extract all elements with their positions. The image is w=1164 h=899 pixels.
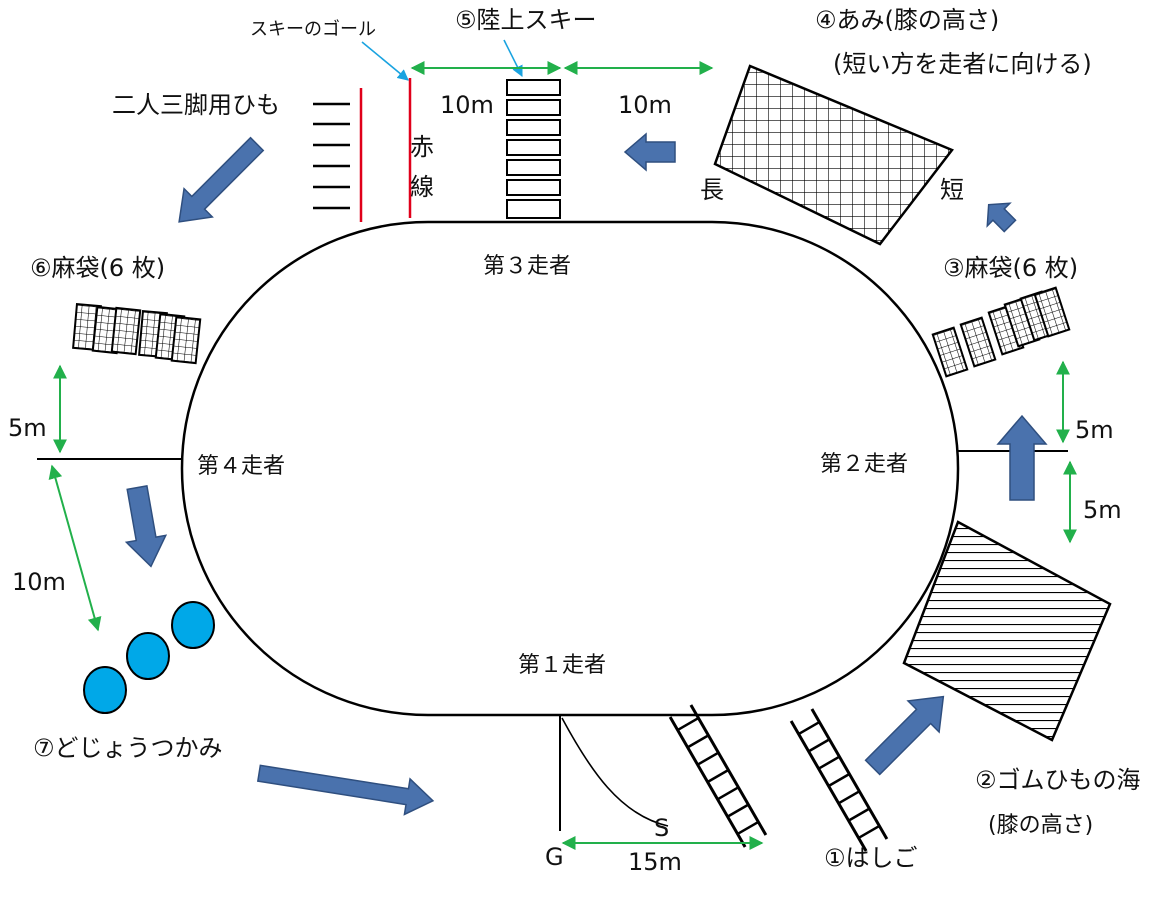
distance-arrow-10m-left [48, 464, 102, 632]
red-line-label-1: 赤 [410, 133, 434, 161]
rubber-sea-area [902, 520, 1112, 742]
ski-pointer [503, 39, 523, 78]
land-ski-label: ⑤陸上スキー [455, 6, 597, 34]
start-curve [561, 717, 669, 827]
flow-arrow-to-ski [623, 132, 676, 172]
rubber-sea-sublabel: (膝の高さ) [988, 813, 1093, 838]
rubber-sea-label: ②ゴムひもの海 [975, 766, 1141, 794]
runner-label-fourth: 第４走者 [197, 454, 285, 479]
track-oval [180, 220, 960, 717]
goal-marker: G [545, 843, 564, 871]
start-marker: S [654, 814, 669, 842]
sack-group-right [931, 286, 1071, 378]
flow-arrow-to-sack-left [178, 136, 265, 223]
ski-stack [506, 79, 561, 219]
net-sublabel: (短い方を走者に向ける) [833, 50, 1092, 78]
distance-label-5m-left: 5m [8, 414, 47, 442]
runner-label-first: 第１走者 [518, 653, 606, 678]
net-long-label: 長 [700, 176, 724, 204]
distance-label-10m-ski-right: 10m [618, 91, 672, 119]
dojo-label: ⑦どじょうつかみ [33, 734, 223, 762]
flow-arrow-to-dojo [124, 485, 168, 568]
dojo-balls [83, 601, 215, 714]
net-area [713, 64, 954, 246]
flow-arrow-to-sea [864, 695, 945, 776]
sack-left-label: ⑥麻袋(6 枚) [30, 254, 165, 282]
runner-label-second: 第２走者 [820, 452, 908, 477]
distance-label-15m: 15m [628, 848, 682, 876]
flow-arrow-to-net [986, 202, 1017, 233]
three-legged-ropes [313, 102, 350, 210]
ski-goal-label: スキーのゴール [250, 19, 376, 40]
ladder-2 [789, 708, 889, 852]
three-legged-label: 二人三脚用ひも [112, 91, 280, 119]
flow-arrow-to-goal [256, 764, 435, 816]
sack-right-label: ③麻袋(6 枚) [943, 254, 1078, 282]
distance-label-10m-left: 10m [12, 568, 66, 596]
ladder-1 [668, 704, 768, 848]
net-label: ④あみ(膝の高さ) [815, 6, 999, 34]
ladder-label: ①はしご [824, 844, 918, 872]
net-short-label: 短 [940, 176, 964, 204]
distance-label-5m-lower: 5m [1083, 496, 1122, 524]
distance-label-10m-ski-left: 10m [440, 91, 494, 119]
ski-goal-pointer [361, 41, 409, 81]
flow-arrow-up-right [996, 414, 1048, 501]
runner-label-third: 第３走者 [483, 254, 571, 279]
sack-group-left [72, 302, 202, 365]
red-line-label-2: 線 [410, 173, 434, 201]
distance-label-5m-upper: 5m [1075, 416, 1114, 444]
